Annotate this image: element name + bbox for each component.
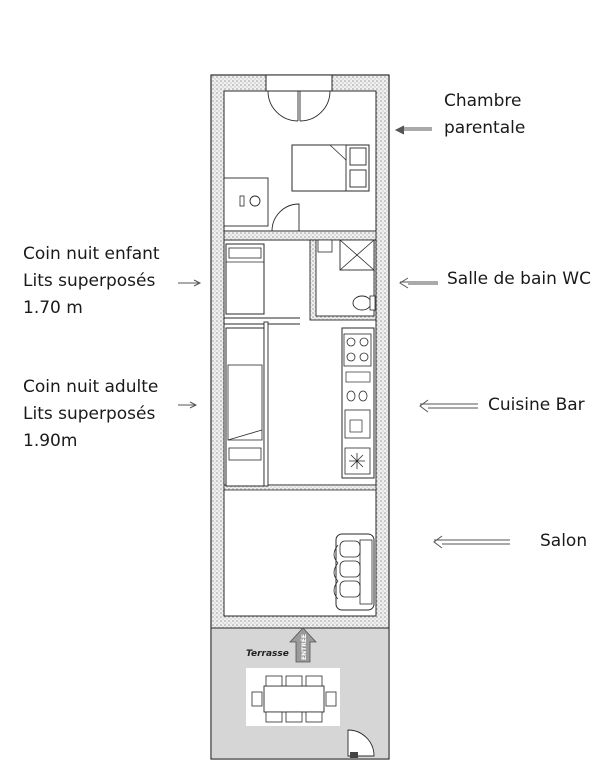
- terrace: [210, 627, 390, 760]
- pillow: [349, 169, 367, 188]
- sink: [317, 239, 333, 253]
- pillow: [349, 147, 367, 166]
- label-line: Coin nuit enfant: [23, 244, 160, 264]
- label-salon: Salon: [540, 531, 588, 551]
- label-line: 1.70 m: [23, 298, 83, 318]
- arrow-salon-icon: [433, 535, 510, 549]
- label-salle-de-bain: Salle de bain WC: [447, 269, 591, 289]
- bathroom: [309, 239, 377, 321]
- arrow-sdb-icon: [399, 277, 438, 289]
- label-line: parentale: [444, 118, 526, 138]
- kitchen: [341, 327, 375, 479]
- terrace-table: [263, 685, 325, 713]
- label-line: Chambre: [444, 91, 522, 111]
- arrow-cuisine-icon: [419, 399, 478, 413]
- label-coin-nuit-adulte: Coin nuit adulte Lits superposés 1.90m: [23, 374, 158, 455]
- label-line: 1.90m: [23, 431, 78, 451]
- arrow-enfant-icon: [178, 279, 202, 287]
- arrow-chambre-icon: [394, 125, 432, 135]
- label-line: Lits superposés: [23, 404, 156, 424]
- bunk-bed-adult: [225, 321, 269, 487]
- entrance-label: ENTRÉE: [300, 634, 308, 660]
- bedroom: [223, 90, 370, 232]
- bunk-bed-child: [225, 243, 265, 315]
- sofa: [333, 533, 375, 611]
- label-chambre-parentale: Chambre parentale: [444, 88, 525, 142]
- pointer-arrows: [178, 125, 510, 549]
- window: [265, 74, 333, 92]
- terrace-label: Terrasse: [246, 649, 289, 659]
- entrance-arrow-icon: [289, 627, 317, 663]
- label-line: Lits superposés: [23, 271, 156, 291]
- label-coin-nuit-enfant: Coin nuit enfant Lits superposés 1.70 m: [23, 241, 160, 322]
- label-line: Coin nuit adulte: [23, 377, 159, 397]
- label-cuisine-bar: Cuisine Bar: [488, 395, 585, 415]
- toilet: [352, 295, 372, 311]
- arrow-adulte-icon: [178, 401, 198, 409]
